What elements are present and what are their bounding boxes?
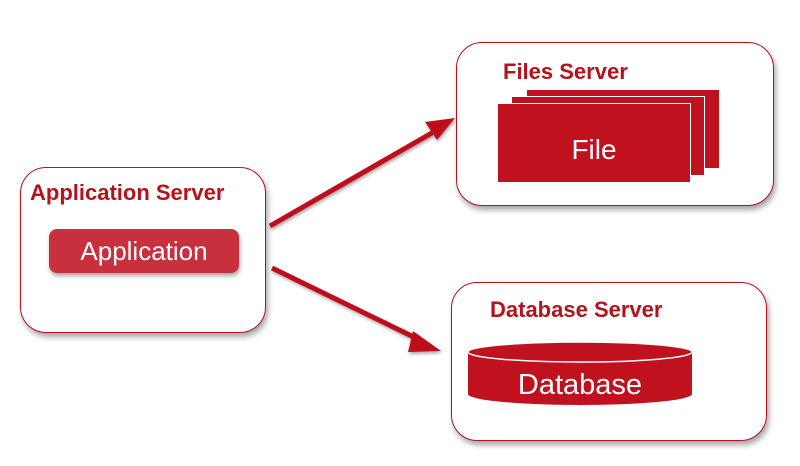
database-cylinder-icon [467, 341, 693, 405]
application-server-title: Application Server [30, 180, 225, 205]
arrow-app-to-database [270, 265, 441, 352]
application-node: Application [49, 229, 239, 273]
database-node: Database [517, 369, 643, 401]
arrow-app-to-files [268, 118, 455, 229]
files-server-title: Files Server [503, 59, 628, 84]
file-node: File [497, 103, 691, 183]
database-server-title: Database Server [490, 297, 663, 322]
